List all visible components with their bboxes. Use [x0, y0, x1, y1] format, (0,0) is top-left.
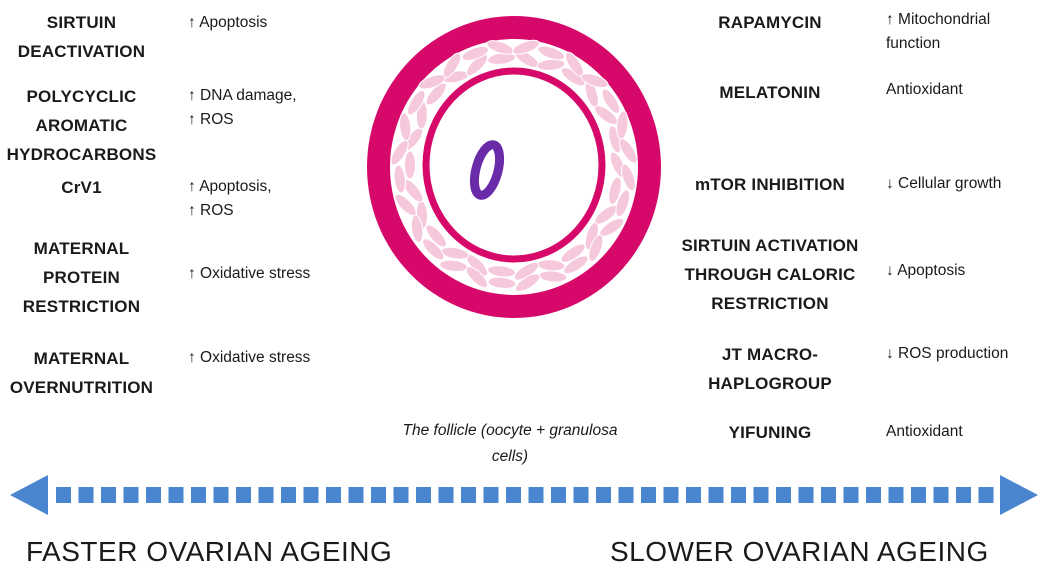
footer-slower-label: SLOWER OVARIAN AGEING: [610, 536, 989, 568]
factor-sirtuin-deactivation: SIRTUIN DEACTIVATION: [0, 8, 163, 66]
factor-rapamycin: RAPAMYCIN: [672, 8, 868, 37]
granulosa-cell: [405, 151, 416, 179]
follicle-caption: The follicle (oocyte + granulosa cells): [370, 418, 650, 470]
arrow-dash: [574, 487, 589, 503]
arrow-dash: [596, 487, 611, 503]
factor-crv1: CrV1: [0, 173, 163, 202]
effect-yifuning: Antioxidant: [886, 420, 1051, 444]
arrow-dash: [236, 487, 251, 503]
effect-rapamycin: ↑ Mitochondrial function: [886, 8, 1051, 56]
factor-melatonin: MELATONIN: [672, 78, 868, 107]
arrow-dash: [394, 487, 409, 503]
arrow-dash: [281, 487, 296, 503]
arrow-dash: [844, 487, 859, 503]
arrow-dash: [866, 487, 881, 503]
arrow-dash: [686, 487, 701, 503]
arrow-dash: [979, 487, 994, 503]
arrow-dash: [169, 487, 184, 503]
arrow-dash: [304, 487, 319, 503]
arrow-dash: [934, 487, 949, 503]
effect-mtor-inhibition: ↓ Cellular growth: [886, 172, 1051, 196]
arrow-dash: [956, 487, 971, 503]
arrow-dash: [416, 487, 431, 503]
effect-maternal-protein-restriction: ↑ Oxidative stress: [188, 262, 341, 286]
arrow-dash: [889, 487, 904, 503]
footer-faster-label: FASTER OVARIAN AGEING: [26, 536, 392, 568]
effect-crv1: ↑ Apoptosis, ↑ ROS: [188, 175, 353, 223]
factor-maternal-protein-restriction: MATERNAL PROTEIN RESTRICTION: [0, 234, 163, 321]
arrow-dash: [101, 487, 116, 503]
factor-yifuning: YIFUNING: [672, 418, 868, 447]
effect-jt-macrohaplogroup: ↓ ROS production: [886, 342, 1051, 366]
arrow-dash: [349, 487, 364, 503]
arrow-dash: [731, 487, 746, 503]
effect-maternal-overnutrition: ↑ Oxidative stress: [188, 346, 353, 370]
effect-polycyclic-aromatic-hydrocarbons: ↑ DNA damage, ↑ ROS: [188, 84, 353, 132]
arrow-dash: [754, 487, 769, 503]
ageing-spectrum-arrow: [0, 470, 1051, 520]
arrow-dash: [439, 487, 454, 503]
arrow-dash: [529, 487, 544, 503]
effect-sirtuin-activation: ↓ Apoptosis: [886, 259, 1051, 283]
factor-polycyclic-aromatic-hydrocarbons: POLYCYCLIC AROMATIC HYDROCARBONS: [0, 82, 163, 169]
follicle-illustration: [357, 8, 671, 326]
factor-jt-macrohaplogroup: JT MACRO- HAPLOGROUP: [672, 340, 868, 398]
arrow-dash: [79, 487, 94, 503]
factor-mtor-inhibition: mTOR INHIBITION: [672, 170, 868, 199]
factor-maternal-overnutrition: MATERNAL OVERNUTRITION: [0, 344, 163, 402]
arrow-dash: [214, 487, 229, 503]
arrow-dash: [461, 487, 476, 503]
arrow-dash: [146, 487, 161, 503]
arrow-dash: [259, 487, 274, 503]
arrow-dash: [371, 487, 386, 503]
arrow-dash: [506, 487, 521, 503]
arrow-dash: [776, 487, 791, 503]
arrow-dash: [191, 487, 206, 503]
arrow-dash: [821, 487, 836, 503]
arrow-dash: [326, 487, 341, 503]
arrow-dash: [551, 487, 566, 503]
effect-melatonin: Antioxidant: [886, 78, 1051, 102]
arrow-dash: [641, 487, 656, 503]
factor-sirtuin-activation: SIRTUIN ACTIVATION THROUGH CALORIC RESTR…: [672, 231, 868, 318]
arrow-dash: [709, 487, 724, 503]
arrow-dashed-shaft: [56, 487, 994, 503]
arrow-head-left: [10, 475, 48, 515]
effect-sirtuin-deactivation: ↑ Apoptosis: [188, 11, 353, 35]
arrow-dash: [56, 487, 71, 503]
arrow-dash: [124, 487, 139, 503]
arrow-dash: [619, 487, 634, 503]
arrow-dash: [799, 487, 814, 503]
arrow-dash: [664, 487, 679, 503]
arrow-head-right: [1000, 475, 1038, 515]
arrow-dash: [484, 487, 499, 503]
arrow-dash: [911, 487, 926, 503]
